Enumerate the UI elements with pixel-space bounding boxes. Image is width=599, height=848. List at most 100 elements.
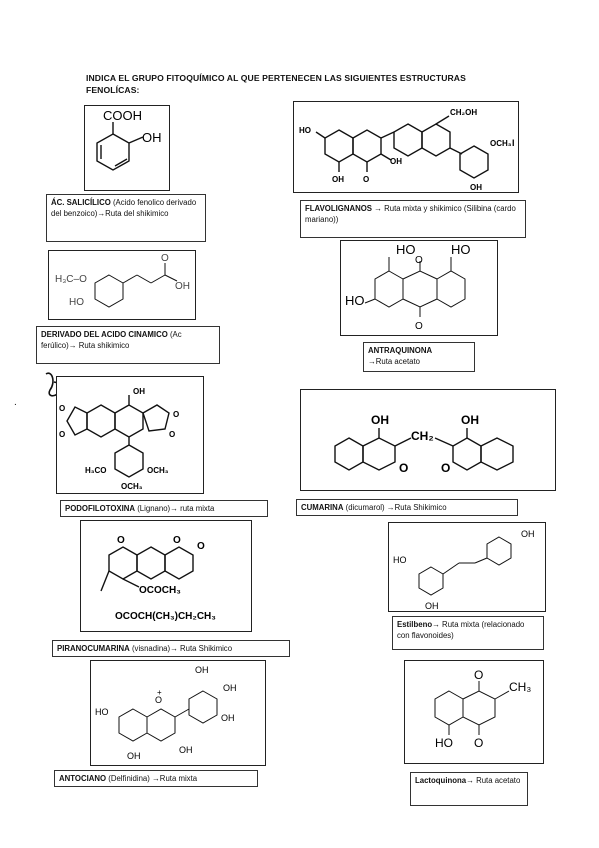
label-o: O <box>197 541 205 552</box>
label-o: O <box>474 736 483 750</box>
structure-ferulic-acid: H₃C–O HO O OH <box>48 250 196 320</box>
caption-delphinidin: ANTOCIANO (Delfinidina) →Ruta mixta <box>54 770 258 787</box>
label-o: O <box>415 321 423 332</box>
structure-delphinidin: HO OH O + OH OH OH OH <box>90 660 266 766</box>
label-o: O <box>474 668 483 682</box>
delphinidin-drawing: HO OH O + OH OH OH OH <box>95 665 237 761</box>
carboxyl-label: COOH <box>103 108 142 123</box>
label-ho: HO <box>451 242 471 257</box>
salicylic-acid-drawing: COOH OH <box>96 108 162 171</box>
caption-text: →Ruta acetato <box>368 357 421 366</box>
label-o: O <box>161 253 169 264</box>
caption-text: (visnadina)→ Ruta Shikimico <box>129 644 233 653</box>
label-oh: OH <box>127 751 141 761</box>
label-oh: OH <box>371 413 389 427</box>
label-h3co: H₃C–O <box>55 274 87 285</box>
caption-salicylic: ÁC. SALICÍLICO (Acido fenolico derivado … <box>46 194 206 242</box>
dicumarol-drawing: OH OH CH₂ O O <box>334 413 514 475</box>
caption-name: ÁC. SALICÍLICO <box>51 198 111 207</box>
page-title: INDICA EL GRUPO FITOQUÍMICO AL QUE PERTE… <box>86 73 466 95</box>
caption-text: (Lignano)→ ruta mixta <box>135 504 215 513</box>
flavolignan-drawing: HO OH O OH CH₂OH OCH₃ OH I <box>299 108 515 192</box>
label-ho: HO <box>435 736 453 750</box>
ferulic-acid-drawing: H₃C–O HO O OH <box>55 253 190 308</box>
structure-visnadine: O O O OCOCH₃ OCOCH(CH₃)CH₂CH₃ <box>80 520 252 632</box>
caption-name: PIRANOCUMARINA <box>57 644 130 653</box>
structure-stilbene: HO OH OH <box>388 522 546 612</box>
caption-dicumarol: CUMARINA (dicumarol) →Ruta Shikimico <box>296 499 518 516</box>
caption-name: Lactoquinona <box>415 776 467 785</box>
label-plus: + <box>157 688 162 697</box>
structure-anthraquinone: HO HO O O HO <box>340 240 498 336</box>
label-o: O <box>155 695 162 705</box>
label-ester: OCOCH(CH₃)CH₂CH₃ <box>115 611 216 622</box>
label-o: O <box>441 461 450 475</box>
label-h3co: H₃CO <box>85 466 106 475</box>
label-oh: OH <box>133 387 145 396</box>
label-o: O <box>363 175 369 184</box>
caption-podophyllotoxin: PODOFILOTOXINA (Lignano)→ ruta mixta <box>60 500 268 517</box>
caption-text: (Acido fenolico derivado del benzoico)→R… <box>51 198 197 218</box>
anthraquinone-drawing: HO HO O O HO <box>345 242 471 332</box>
label-oh: OH <box>470 183 482 192</box>
label-oh: OH <box>175 281 190 292</box>
label-oh: OH <box>461 413 479 427</box>
label-ho: HO <box>299 126 311 135</box>
podophyllotoxin-drawing: OH O O O O H₃CO OCH₃ OCH₃ <box>59 387 179 491</box>
label-oh: OH <box>425 601 439 611</box>
caption-text: (Ac ferúlico)→ Ruta shikimico <box>41 330 182 350</box>
label-oh: OH <box>223 683 237 693</box>
label-ho: HO <box>396 242 416 257</box>
label-och3: OCH₃ <box>121 482 143 491</box>
label-ho: HO <box>95 707 109 717</box>
label-oh: OH <box>332 175 344 184</box>
label-och3: OCH₃ <box>490 139 512 148</box>
label-o: O <box>169 430 175 439</box>
label-ho: HO <box>69 297 84 308</box>
caption-name: DERIVADO DEL ACIDO CINAMICO <box>41 330 168 339</box>
label-ch2oh: CH₂OH <box>450 108 477 117</box>
label-oh: OH <box>179 745 193 755</box>
label-o: O <box>117 535 125 546</box>
caption-text: (Delfinidina) →Ruta mixta <box>106 774 198 783</box>
caption-name: FLAVOLIGNANOS <box>305 204 372 213</box>
label-o: O <box>173 410 179 419</box>
caption-text: → Ruta mixta y shikimico (Silibina (card… <box>305 204 516 224</box>
label-oh: OH <box>221 713 235 723</box>
label-o: O <box>173 535 181 546</box>
caption-visnadine: PIRANOCUMARINA (visnadina)→ Ruta Shikimi… <box>52 640 290 657</box>
caption-name: Estilbeno <box>397 620 433 629</box>
stilbene-drawing: HO OH OH <box>393 529 535 611</box>
caption-name: CUMARINA <box>301 503 344 512</box>
label-och3: OCH₃ <box>147 466 169 475</box>
caption-name: ANTRAQUINONA <box>368 346 433 355</box>
label-o: O <box>415 255 423 266</box>
caption-stilbene: Estilbeno→ Ruta mixta (relacionado con f… <box>392 616 544 650</box>
visnadine-drawing: O O O OCOCH₃ OCOCH(CH₃)CH₂CH₃ <box>100 535 216 622</box>
structure-podophyllotoxin: OH O O O O H₃CO OCH₃ OCH₃ <box>56 376 204 494</box>
label-o: O <box>399 461 408 475</box>
structure-flavolignan: HO OH O OH CH₂OH OCH₃ OH I <box>293 101 519 193</box>
caption-anthraquinone: ANTRAQUINONA →Ruta acetato <box>363 342 475 372</box>
stray-dot: . <box>14 397 17 408</box>
caption-text: → Ruta acetato <box>466 776 521 785</box>
label-ho: HO <box>393 555 407 565</box>
caption-ferulic: DERIVADO DEL ACIDO CINAMICO (Ac ferúlico… <box>36 326 220 364</box>
label-ococh3: OCOCH₃ <box>139 585 181 596</box>
label-oh: OH <box>521 529 535 539</box>
caption-name: PODOFILOTOXINA <box>65 504 136 513</box>
label-oh: OH <box>195 665 209 675</box>
structure-salicylic-acid: COOH OH <box>84 105 170 191</box>
caption-text: → Ruta mixta (relacionado con flavonoide… <box>397 620 525 640</box>
label-i: I <box>512 138 515 148</box>
label-ch3: CH₃ <box>509 680 531 694</box>
caption-name: ANTOCIANO <box>59 774 107 783</box>
label-ch2: CH₂ <box>411 429 434 443</box>
structure-dicumarol: OH OH CH₂ O O <box>300 389 556 491</box>
caption-text: (dicumarol) →Ruta Shikimico <box>343 503 447 512</box>
hydroxyl-label: OH <box>142 130 162 145</box>
structure-lactoquinone: O O CH₃ HO <box>404 660 544 764</box>
caption-lactoquinone: Lactoquinona→ Ruta acetato <box>410 772 528 806</box>
label-o: O <box>59 404 65 413</box>
caption-flavolignan: FLAVOLIGNANOS → Ruta mixta y shikimico (… <box>300 200 526 238</box>
